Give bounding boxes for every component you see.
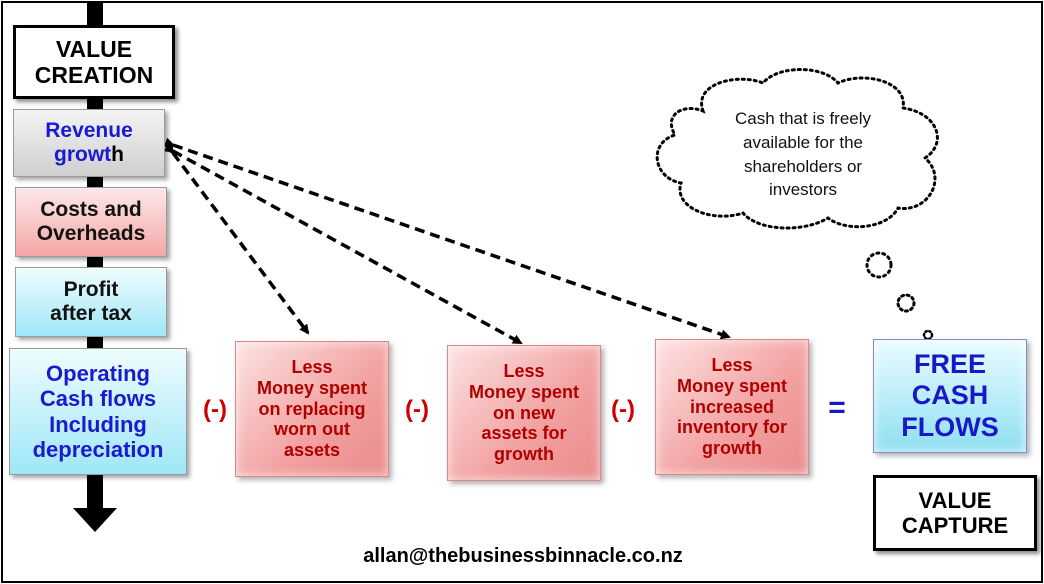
minus-operator-1: (-) (203, 396, 227, 424)
revenue-growth-text-blue: Revenue growt (45, 118, 133, 166)
thought-cloud-text: Cash that is freely available for the sh… (734, 109, 872, 200)
value-capture-label: VALUE CAPTURE (873, 475, 1037, 551)
footer-email: allan@thebusinessbinnacle.co.nz (363, 544, 683, 567)
equals-operator: = (828, 390, 846, 424)
thought-bubble-medium (896, 293, 916, 313)
free-cash-flows-box: FREE CASH FLOWS (873, 339, 1027, 453)
arrow-to-deduction-3 (163, 137, 731, 340)
minus-operator-3: (-) (611, 396, 635, 424)
minus-operator-2: (-) (405, 396, 429, 424)
deduction-box-replacing-assets: Less Money spent on replacing worn out a… (235, 341, 389, 477)
operating-cash-flows-box: Operating Cash flows Including depreciat… (9, 348, 187, 475)
revenue-growth-text-black: h (111, 143, 124, 166)
arrow-to-deduction-1 (164, 143, 310, 335)
deduction-box-new-assets: Less Money spent on new assets for growt… (447, 345, 601, 481)
thought-cloud-shape (655, 68, 939, 230)
revenue-growth-box: Revenue growth (13, 109, 165, 177)
dashed-arrows (163, 68, 939, 345)
deduction-box-inventory: Less Money spent increased inventory for… (655, 339, 809, 475)
profit-after-tax-box: Profit after tax (15, 267, 167, 337)
thought-bubble-large (865, 251, 893, 279)
value-creation-label: VALUE CREATION (13, 25, 175, 99)
down-arrow-icon (73, 508, 117, 532)
thought-bubble-small (922, 329, 934, 341)
costs-overheads-box: Costs and Overheads (15, 187, 167, 257)
